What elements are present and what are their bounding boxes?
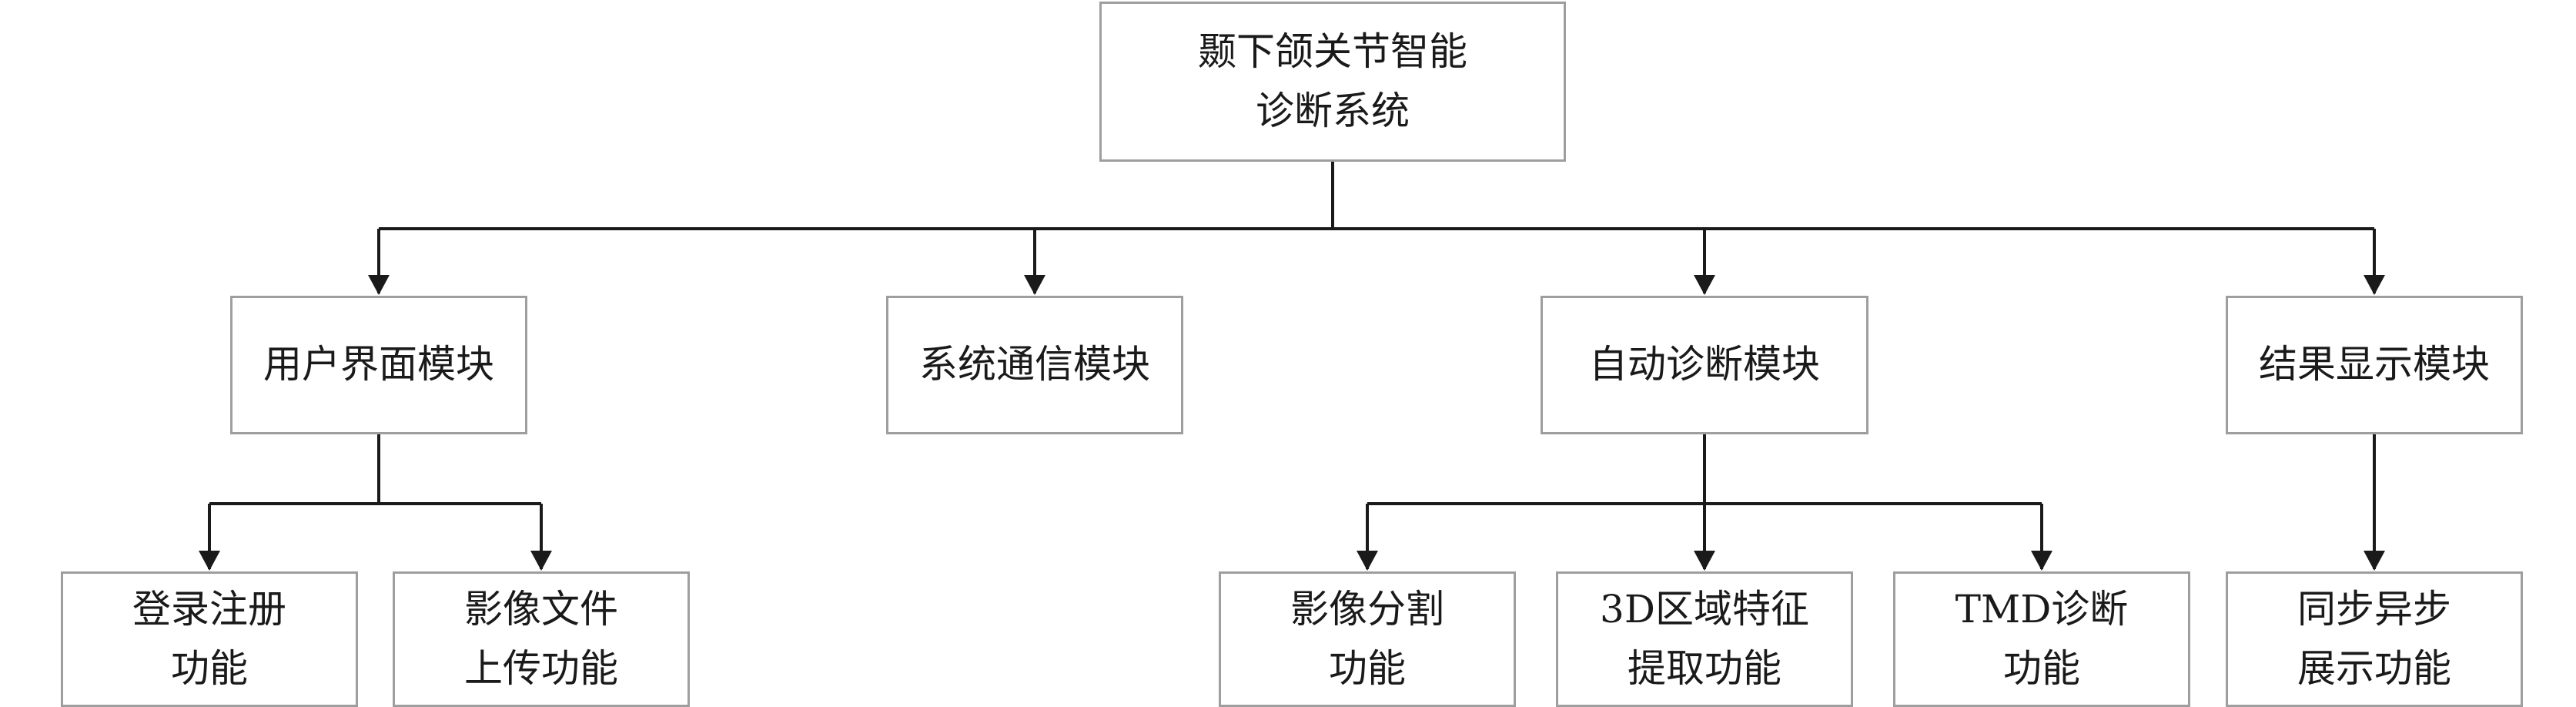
segment-function-node: 影像分割 功能: [1219, 571, 1516, 707]
comm-module-label: 系统通信模块: [919, 342, 1150, 387]
feature-function-node: 3D区域特征 提取功能: [1556, 571, 1853, 707]
sync-label-line1: 同步异步: [2297, 586, 2451, 632]
tmd-label-line1: TMD诊断: [1955, 586, 2129, 632]
root-title-line2: 诊断系统: [1256, 89, 1410, 133]
sync-label-line2: 展示功能: [2297, 646, 2451, 691]
comm-module-node: 系统通信模块: [886, 296, 1183, 434]
root-title-line1: 颞下颌关节智能: [1198, 28, 1467, 74]
sync-function-node: 同步异步 展示功能: [2226, 571, 2523, 707]
result-module-label: 结果显示模块: [2259, 342, 2490, 387]
diag-module-label: 自动诊断模块: [1589, 342, 1820, 387]
ui-module-label: 用户界面模块: [263, 342, 494, 387]
segment-label-line1: 影像分割: [1290, 586, 1444, 632]
login-label-line2: 功能: [171, 646, 248, 691]
ui-module-node: 用户界面模块: [230, 296, 527, 434]
segment-label-line2: 功能: [1329, 646, 1406, 691]
upload-function-node: 影像文件 上传功能: [393, 571, 690, 707]
feature-label-line1: 3D区域特征: [1600, 586, 1809, 632]
result-module-node: 结果显示模块: [2226, 296, 2523, 434]
tmd-function-node: TMD诊断 功能: [1893, 571, 2190, 707]
login-label-line1: 登录注册: [132, 586, 286, 632]
root-node: 颞下颌关节智能 诊断系统: [1099, 2, 1566, 162]
feature-label-line2: 提取功能: [1628, 646, 1781, 691]
upload-label-line2: 上传功能: [464, 646, 618, 691]
tmd-label-line2: 功能: [2003, 646, 2080, 691]
diag-module-node: 自动诊断模块: [1541, 296, 1868, 434]
upload-label-line1: 影像文件: [464, 586, 618, 632]
login-function-node: 登录注册 功能: [61, 571, 358, 707]
